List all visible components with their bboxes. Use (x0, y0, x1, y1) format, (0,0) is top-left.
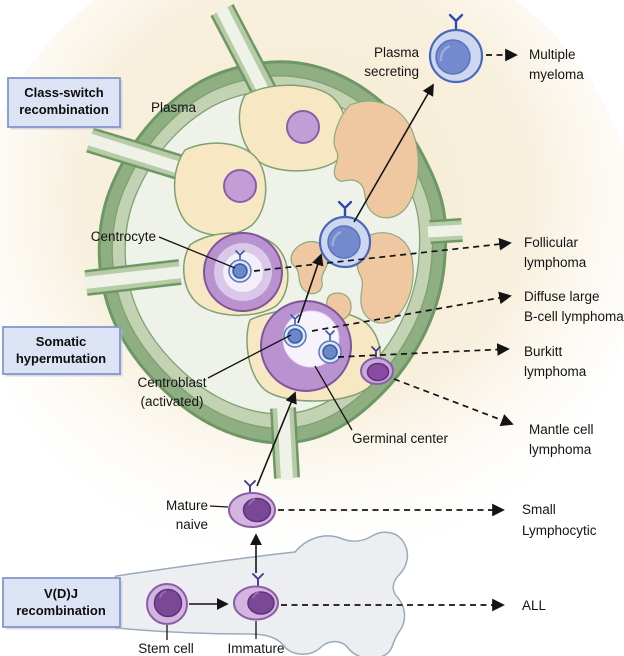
pointer-mature-naive (209, 505, 229, 508)
afferent-vessel-left (83, 259, 183, 296)
plasma-secreting-label-line1: Plasma (374, 45, 420, 60)
b-cell-top (286, 110, 320, 144)
plasma-secreting-label-line2: secreting (364, 64, 419, 79)
small-lymphocytic-label-line2: Lymphocytic (522, 523, 597, 538)
stem-cell-label: Stem cell (138, 641, 194, 656)
vdj-label-line2: recombination (16, 603, 106, 618)
centroblast-label-line2: (activated) (140, 394, 203, 409)
pointer-germinal-center (314, 365, 353, 431)
multiple-myeloma-label-line2: myeloma (529, 67, 584, 82)
immature-label: Immature (227, 641, 284, 656)
dlbcl-label-line2: B-cell lymphoma (524, 309, 624, 324)
multiple-myeloma-label-line1: Multiple (529, 47, 576, 62)
disease-labels: Multiple myeloma Follicular lymphoma Dif… (522, 47, 624, 613)
antibody-receptor-icon (252, 573, 264, 587)
antibody-receptor-icon (290, 314, 335, 342)
process-boxes: Class-switch recombination Somatic hyper… (2, 77, 123, 630)
dashed-arrow-mantle (393, 378, 514, 427)
vdj-recombination-box: V(D)J recombination (2, 577, 123, 630)
burkitt-label-line1: Burkitt (524, 344, 563, 359)
dashed-arrow-burkitt (337, 343, 510, 358)
vdj-label-line1: V(D)J (44, 586, 78, 601)
bone-marrow (109, 531, 409, 656)
pointer-centroblast (207, 334, 292, 379)
mature-naive-label-line1: Mature (166, 498, 208, 513)
centrocyte-cell (203, 232, 283, 312)
arrow-mature-to-germinal (256, 391, 297, 487)
mantle-label-line2: lymphoma (529, 442, 592, 457)
somatic-hypermutation-box: Somatic hypermutation (2, 326, 123, 377)
pointer-centrocyte (158, 236, 236, 269)
follicle-b-cells (223, 110, 320, 203)
plasma-label: Plasma (151, 100, 197, 115)
mantle-cell (360, 346, 394, 385)
follicular-label-line1: Follicular (524, 235, 579, 250)
antibody-receptor-icon (244, 480, 256, 494)
mantle-label-line1: Mantle cell (529, 422, 594, 437)
dashed-disease-arrows (253, 48, 518, 612)
b-cell-left (223, 169, 257, 203)
somatic-label-line2: hypermutation (16, 351, 106, 366)
follicle-left (173, 142, 267, 236)
centrocyte-label: Centrocyte (91, 229, 156, 244)
antibody-receptor-icon (371, 346, 381, 359)
antibody-receptor-icon (337, 200, 353, 219)
centroblast-label-line1: Centroblast (137, 375, 206, 390)
class-switch-box: Class-switch recombination (7, 77, 123, 130)
antibody-receptor-icon (448, 13, 464, 32)
stem-cell (146, 583, 188, 625)
dashed-arrow-dlbcl (311, 291, 512, 332)
solid-arrows (189, 83, 434, 610)
dashed-arrow-follicular (253, 237, 512, 272)
germinal-center-label: Germinal center (352, 431, 449, 446)
immature-bcell (233, 573, 279, 621)
burkitt-label-line2: lymphoma (524, 364, 587, 379)
label-pointer-lines (158, 236, 353, 640)
small-lymphocytic-label-line1: Small (522, 502, 556, 517)
germinal-center-cell (260, 300, 352, 392)
mature-naive-cell (228, 480, 276, 528)
class-switch-label-line2: recombination (19, 102, 109, 117)
somatic-label-line1: Somatic (36, 334, 87, 349)
hilum-vessel-right (427, 218, 464, 244)
arrow-germinal-to-plasmablast (297, 253, 324, 324)
cell-labels: Plasma Plasma secreting Centrocyte Centr… (91, 45, 449, 656)
plasmablast-cell (318, 200, 372, 269)
follicular-label-line2: lymphoma (524, 255, 587, 270)
dlbcl-label-line1: Diffuse large (524, 289, 600, 304)
mature-naive-label-line2: naive (176, 517, 208, 532)
all-label: ALL (522, 598, 547, 613)
plasma-secreting-cell (428, 13, 484, 84)
afferent-vessel-top (210, 3, 280, 105)
class-switch-label-line1: Class-switch (24, 85, 104, 100)
arrow-plasmablast-to-plasma (353, 83, 434, 223)
lymph-node (83, 3, 464, 481)
